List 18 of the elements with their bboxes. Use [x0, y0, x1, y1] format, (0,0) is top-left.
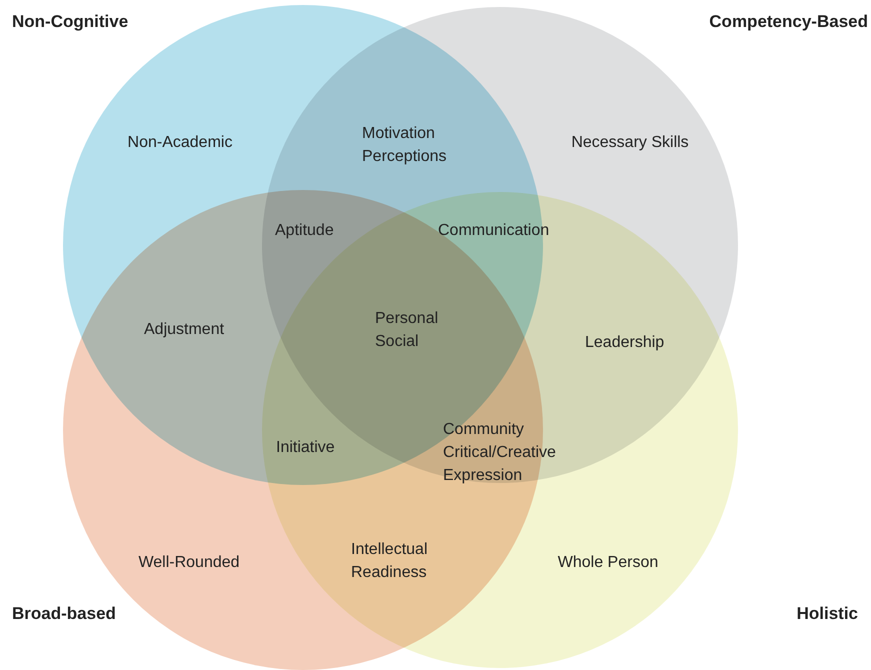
circle-title: Competency-Based	[709, 11, 868, 33]
circle-title: Non-Cognitive	[12, 11, 128, 33]
region-label: Non-Academic	[128, 133, 232, 153]
region-label: Community	[443, 420, 524, 440]
circle-title: Holistic	[796, 603, 858, 625]
region-label: Communication	[438, 221, 550, 241]
region-label: Leadership	[585, 333, 664, 353]
region-label: Aptitude	[275, 221, 334, 241]
region-label: Whole Person	[558, 553, 658, 573]
region-label: Well-Rounded	[138, 553, 240, 573]
region-label: Critical/Creative Expression	[443, 443, 557, 486]
region-label: Personal Social	[375, 309, 440, 352]
region-label: Initiative	[276, 438, 335, 458]
circle-title: Broad-based	[12, 603, 116, 625]
region-label: Intellectual Readiness	[351, 540, 428, 583]
region-label: Necessary Skills	[571, 133, 689, 153]
region-label: Motivation Perceptions	[362, 124, 448, 167]
region-label: Adjustment	[144, 320, 224, 340]
